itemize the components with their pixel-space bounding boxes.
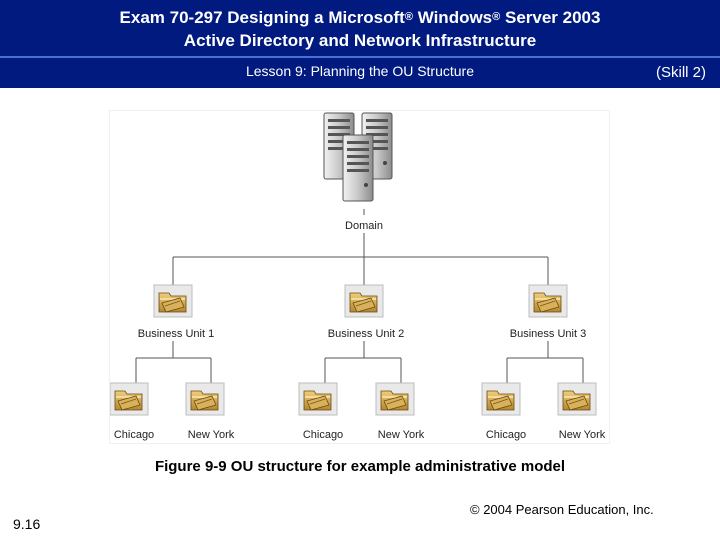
ou-label-chicago: Chicago xyxy=(485,429,527,441)
ou-structure-figure: Domain Business Unit 1 Business Unit 2 B… xyxy=(110,111,609,443)
ou-tree-diagram xyxy=(110,112,597,416)
skill-label: (Skill 2) xyxy=(655,64,706,81)
figure-caption: Figure 9-9 OU structure for example admi… xyxy=(154,458,566,475)
header-rule xyxy=(0,56,720,58)
copyright-notice: © 2004 Pearson Education, Inc. xyxy=(470,502,654,517)
folder-icon xyxy=(110,382,149,416)
registered-mark: ® xyxy=(492,11,501,23)
business-unit-label: Business Unit 3 xyxy=(509,328,587,340)
slide-title-line-2: Active Directory and Network Infrastruct… xyxy=(183,31,537,50)
registered-mark: ® xyxy=(404,11,413,23)
title-text: Server 2003 xyxy=(500,8,601,27)
folder-icon xyxy=(185,382,225,416)
folder-icon xyxy=(344,284,384,318)
ou-label-new-york: New York xyxy=(558,429,606,441)
folder-icon xyxy=(557,382,597,416)
title-text: Windows xyxy=(412,8,493,27)
slide-header: Exam 70-297 Designing a Microsoft® Windo… xyxy=(0,0,720,88)
server-cluster-icon xyxy=(323,112,393,202)
folder-icon xyxy=(528,284,568,318)
slide-title-line-1: Exam 70-297 Designing a Microsoft® Windo… xyxy=(0,8,720,28)
ou-label-new-york: New York xyxy=(377,429,425,441)
page-number: 9.16 xyxy=(13,516,41,532)
business-unit-label: Business Unit 1 xyxy=(137,328,215,340)
folder-icon xyxy=(153,284,193,318)
ou-label-new-york: New York xyxy=(187,429,235,441)
title-text: Exam 70-297 Designing a Microsoft xyxy=(119,8,405,27)
folder-icon xyxy=(481,382,521,416)
folder-icon xyxy=(298,382,338,416)
ou-label-chicago: Chicago xyxy=(302,429,344,441)
tree-connectors xyxy=(135,209,584,383)
domain-label: Domain xyxy=(345,220,383,232)
folder-icon xyxy=(375,382,415,416)
lesson-subtitle: Lesson 9: Planning the OU Structure xyxy=(245,63,475,79)
business-unit-label: Business Unit 2 xyxy=(327,328,405,340)
ou-label-chicago: Chicago xyxy=(113,429,155,441)
